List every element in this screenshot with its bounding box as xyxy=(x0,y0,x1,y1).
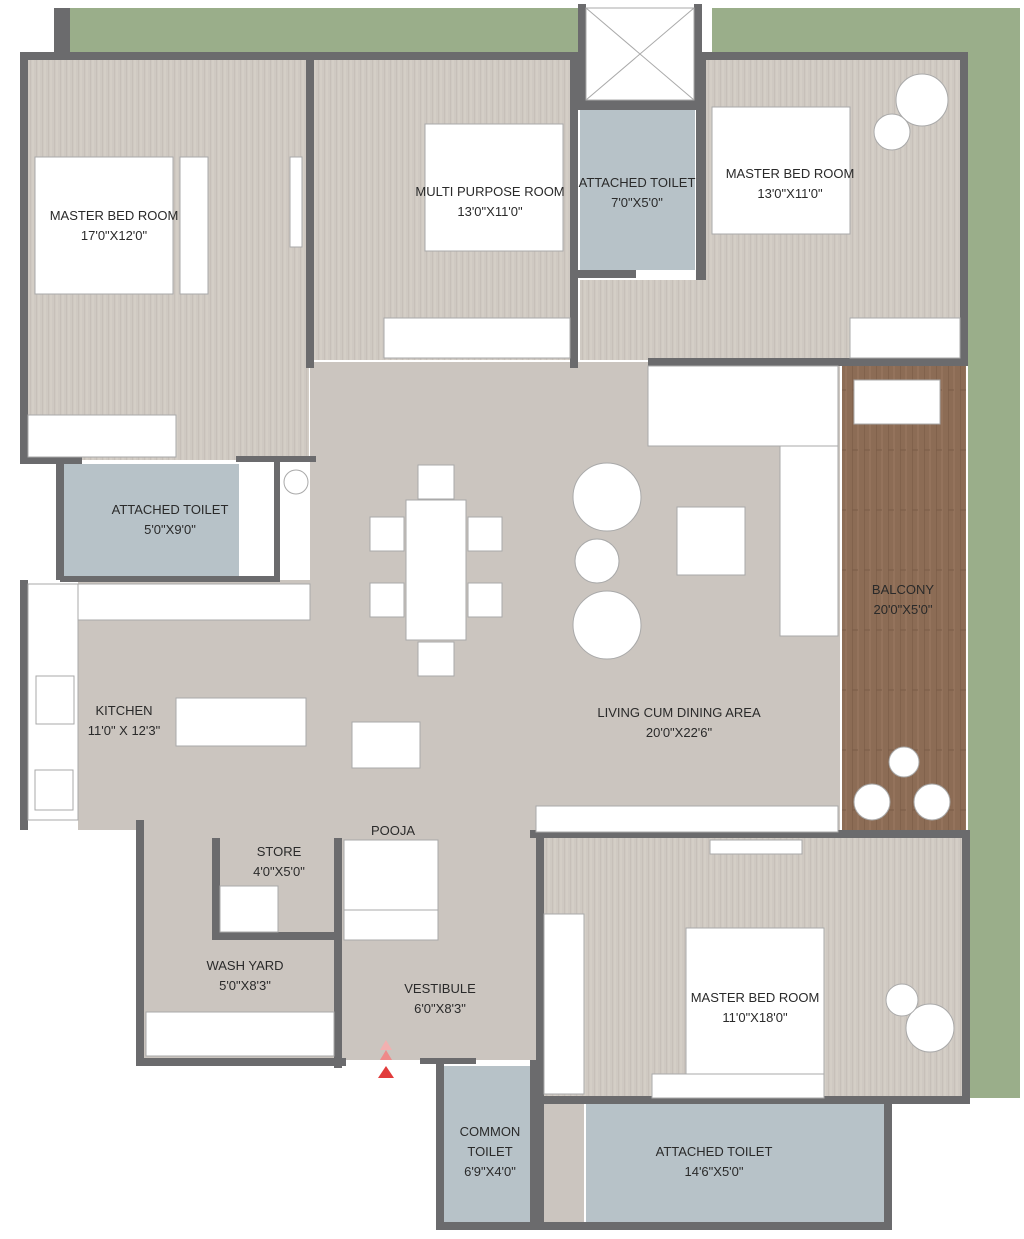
armchair-icon xyxy=(572,590,642,660)
entry-arrow-icon xyxy=(378,1040,394,1078)
room-dims: 20'0"X5'0" xyxy=(873,602,932,617)
dining-table xyxy=(405,499,467,641)
room-labels: MASTER BED ROOM 17'0"X12'0" MULTI PURPOS… xyxy=(50,166,935,1179)
room-name: STORE xyxy=(257,844,302,859)
basin xyxy=(283,469,309,495)
room-dims: 11'0"X18'0" xyxy=(722,1010,788,1025)
room-dims: 4'0"X5'0" xyxy=(253,864,305,879)
room-name: VESTIBULE xyxy=(404,981,476,996)
wardrobe xyxy=(849,317,961,359)
bed xyxy=(685,927,825,1075)
balcony-sofa xyxy=(853,379,941,425)
room-name: ATTACHED TOILET xyxy=(579,175,696,190)
side-table xyxy=(651,1073,825,1099)
wardrobe xyxy=(27,414,177,458)
chair xyxy=(417,641,455,677)
side-table-icon xyxy=(574,538,620,584)
skylight xyxy=(585,7,695,101)
dresser xyxy=(709,839,803,855)
room-name: MULTI PURPOSE ROOM xyxy=(415,184,564,199)
chair-icon xyxy=(895,73,949,127)
wardrobe xyxy=(289,156,303,248)
bed xyxy=(424,123,564,252)
side-table xyxy=(179,156,209,295)
room-dims: 13'0"X11'0" xyxy=(757,186,823,201)
room-name: MASTER BED ROOM xyxy=(50,208,179,223)
balcony-chair xyxy=(913,783,951,821)
tv-unit xyxy=(535,805,839,833)
chair xyxy=(369,516,405,552)
store-shelf xyxy=(219,885,279,933)
room-name: MASTER BED ROOM xyxy=(726,166,855,181)
balcony-chair xyxy=(853,783,891,821)
sofa xyxy=(779,445,839,637)
garden xyxy=(70,8,1020,1098)
room-name: MASTER BED ROOM xyxy=(691,990,820,1005)
table-icon xyxy=(873,113,911,151)
room-dims: 14'6"X5'0" xyxy=(684,1164,743,1179)
table-icon xyxy=(885,983,919,1017)
room-dims: 13'0"X11'0" xyxy=(457,204,523,219)
room-name: POOJA xyxy=(371,823,415,838)
chair-icon xyxy=(905,1003,955,1053)
room-name: ATTACHED TOILET xyxy=(656,1144,773,1159)
furniture xyxy=(27,73,961,1099)
chair xyxy=(369,582,405,618)
wash-counter xyxy=(145,1011,335,1057)
armchair-icon xyxy=(572,462,642,532)
room-dims: 5'0"X8'3" xyxy=(219,978,271,993)
chair xyxy=(467,516,503,552)
coffee-table xyxy=(676,506,746,576)
stool xyxy=(351,721,421,769)
room-name: LIVING CUM DINING AREA xyxy=(597,705,761,720)
stove xyxy=(35,675,75,725)
room-name: KITCHEN xyxy=(95,703,152,718)
sink xyxy=(34,769,74,811)
room-name: BALCONY xyxy=(872,582,934,597)
chair xyxy=(417,464,455,500)
kitchen-counter xyxy=(77,583,311,621)
room-dims: 6'9"X4'0" xyxy=(464,1164,516,1179)
bed xyxy=(34,156,174,295)
pooja-unit xyxy=(343,909,439,941)
room-dims: 5'0"X9'0" xyxy=(144,522,196,537)
room-dims: 17'0"X12'0" xyxy=(81,228,148,243)
room-dims: 20'0"X22'6" xyxy=(646,725,713,740)
wardrobe xyxy=(543,913,585,1095)
pooja-unit xyxy=(343,839,439,911)
room-name: ATTACHED TOILET xyxy=(112,502,229,517)
sofa xyxy=(647,365,839,447)
room-dims: 7'0"X5'0" xyxy=(611,195,663,210)
room-dims: 6'0"X8'3" xyxy=(414,1001,466,1016)
balcony-chair xyxy=(888,746,920,778)
bed xyxy=(711,106,851,235)
room-dims: 11'0" X 12'3" xyxy=(88,723,161,738)
kitchen-island xyxy=(175,697,307,747)
room-name: WASH YARD xyxy=(206,958,283,973)
walls xyxy=(20,4,970,1230)
chair xyxy=(467,582,503,618)
wardrobe xyxy=(383,317,571,359)
